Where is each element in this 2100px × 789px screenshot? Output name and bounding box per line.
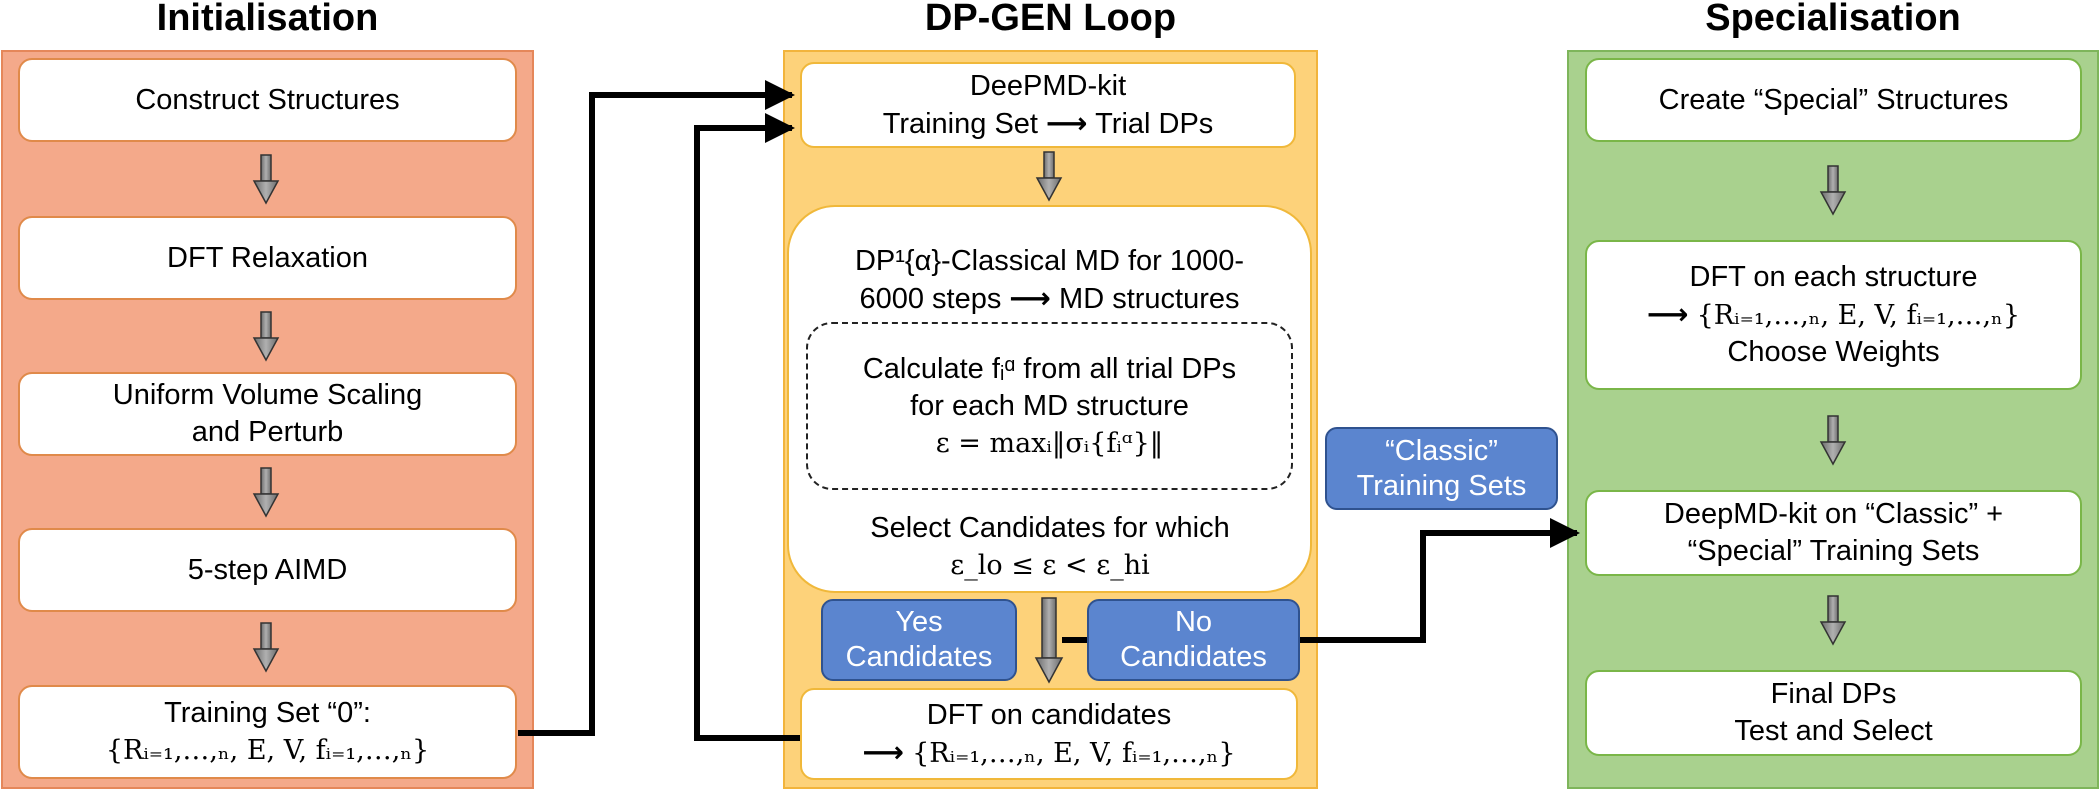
- deepmd-kit-label: DeePMD-kit: [969, 69, 1127, 102]
- md-steps-label: 6000 steps: [859, 283, 1002, 315]
- trial-dps-label: Trial DPs: [1095, 107, 1214, 140]
- epsilon-formula: ε = maxᵢ‖σᵢ{fᵢᵅ}‖: [935, 427, 1164, 459]
- dft-candidates-formula-line: ⟶ {Rᵢ₌₁,…,ₙ, E, V, fᵢ₌₁,…,ₙ}: [862, 734, 1235, 772]
- no-candidates-box: No Candidates: [1087, 599, 1300, 681]
- deviation-calc-box: Calculate fᵢᵅ from all trial DPs for eac…: [806, 322, 1293, 490]
- deepmd-line-1: DeepMD-kit on “Classic” +: [1663, 498, 2004, 530]
- training-set-zero-formula: {Rᵢ₌₁,…,ₙ, E, V, fᵢ₌₁,…,ₙ}: [105, 735, 430, 766]
- training-set-label: Training Set: [882, 107, 1038, 140]
- down-arrow-icon: [252, 622, 280, 673]
- calc-line-1: Calculate fᵢᵅ from all trial DPs: [862, 352, 1237, 385]
- dpgen-loop-title: DP-GEN Loop: [924, 0, 1177, 39]
- dft-candidates-box: DFT on candidates ⟶ {Rᵢ₌₁,…,ₙ, E, V, fᵢ₌…: [800, 688, 1298, 780]
- deepmd-kit-box: DeePMD-kit Training Set ⟶ Trial DPs: [800, 62, 1296, 148]
- training-set-zero-label: Training Set “0”:: [164, 697, 371, 729]
- aimd-label: 5-step AIMD: [187, 553, 348, 586]
- down-arrow-icon: [1035, 151, 1063, 202]
- md-line-1: DP¹{α}-Classical MD for 1000-: [854, 245, 1245, 277]
- dft-candidates-formula: {Rᵢ₌₁,…,ₙ, E, V, fᵢ₌₁,…,ₙ}: [912, 737, 1236, 769]
- create-special-label: Create “Special” Structures: [1658, 83, 2009, 116]
- initialisation-title: Initialisation: [156, 0, 379, 39]
- select-candidates-text: Select Candidates for which ε_lo ≤ ε < ε…: [800, 504, 1300, 590]
- select-line: Select Candidates for which: [870, 512, 1230, 544]
- dft-relaxation-label: DFT Relaxation: [167, 241, 368, 274]
- volume-scaling-label-2: and Perturb: [191, 416, 344, 448]
- right-arrow-icon: ⟶: [862, 734, 905, 769]
- epsilon-condition: ε_lo ≤ ε < ε_hi: [950, 550, 1150, 581]
- dft-each-formula-line: ⟶ {Rᵢ₌₁,…,ₙ, E, V, fᵢ₌₁,…,ₙ}: [1647, 296, 2020, 334]
- dft-candidates-label: DFT on candidates: [926, 698, 1172, 731]
- down-arrow-icon: [1034, 597, 1064, 684]
- volume-scaling-label-1: Uniform Volume Scaling: [112, 379, 423, 411]
- calc-line-2: for each MD structure: [910, 389, 1189, 422]
- down-arrow-icon: [252, 154, 280, 205]
- training-to-trial-line: Training Set ⟶ Trial DPs: [883, 105, 1214, 143]
- dft-each-structure-box: DFT on each structure ⟶ {Rᵢ₌₁,…,ₙ, E, V,…: [1585, 240, 2082, 390]
- yes-candidates-label: Candidates: [845, 641, 993, 673]
- classic-label: “Classic”: [1385, 434, 1498, 467]
- dft-each-label: DFT on each structure: [1689, 261, 1978, 293]
- choose-weights-label: Choose Weights: [1727, 336, 1940, 368]
- down-arrow-icon: [252, 467, 280, 518]
- down-arrow-icon: [252, 311, 280, 362]
- specialisation-title: Specialisation: [1705, 0, 1961, 39]
- classic-training-sets-box: “Classic” Training Sets: [1325, 427, 1558, 510]
- right-arrow-icon: ⟶: [1646, 297, 1689, 331]
- dft-relaxation-box: DFT Relaxation: [18, 216, 517, 300]
- construct-structures-label: Construct Structures: [135, 83, 400, 116]
- yes-label: Yes: [895, 606, 943, 638]
- construct-structures-box: Construct Structures: [18, 58, 517, 142]
- yes-candidates-box: Yes Candidates: [821, 599, 1017, 681]
- create-special-box: Create “Special” Structures: [1585, 58, 2082, 142]
- down-arrow-icon: [1819, 415, 1847, 466]
- no-candidates-to-deepmd-arrow: [1300, 518, 1580, 643]
- final-dps-label: Final DPs: [1770, 678, 1897, 710]
- training-set-zero-box: Training Set “0”: {Rᵢ₌₁,…,ₙ, E, V, fᵢ₌₁,…: [18, 685, 517, 779]
- md-structures-label: MD structures: [1059, 283, 1240, 315]
- init-to-deepmd-arrow: [518, 80, 795, 736]
- volume-scaling-box: Uniform Volume Scaling and Perturb: [18, 372, 517, 456]
- down-arrow-icon: [1819, 165, 1847, 216]
- right-arrow-icon: ⟶: [1046, 105, 1088, 140]
- right-arrow-icon: ⟶: [1009, 281, 1051, 315]
- deepmd-classic-special-box: DeepMD-kit on “Classic” + “Special” Trai…: [1585, 490, 2082, 576]
- training-sets-label: Training Sets: [1356, 469, 1527, 502]
- no-label: No: [1174, 606, 1213, 638]
- deepmd-line-2: “Special” Training Sets: [1687, 535, 1980, 567]
- final-dps-box: Final DPs Test and Select: [1585, 670, 2082, 756]
- candidates-loop-arrow: [694, 113, 800, 741]
- no-candidates-label: Candidates: [1120, 641, 1267, 673]
- aimd-box: 5-step AIMD: [18, 528, 517, 612]
- dft-each-formula: {Rᵢ₌₁,…,ₙ, E, V, fᵢ₌₁,…,ₙ}: [1696, 300, 2020, 331]
- down-arrow-icon: [1819, 595, 1847, 646]
- md-line-2: 6000 steps ⟶ MD structures: [859, 280, 1239, 318]
- test-select-label: Test and Select: [1734, 715, 1933, 747]
